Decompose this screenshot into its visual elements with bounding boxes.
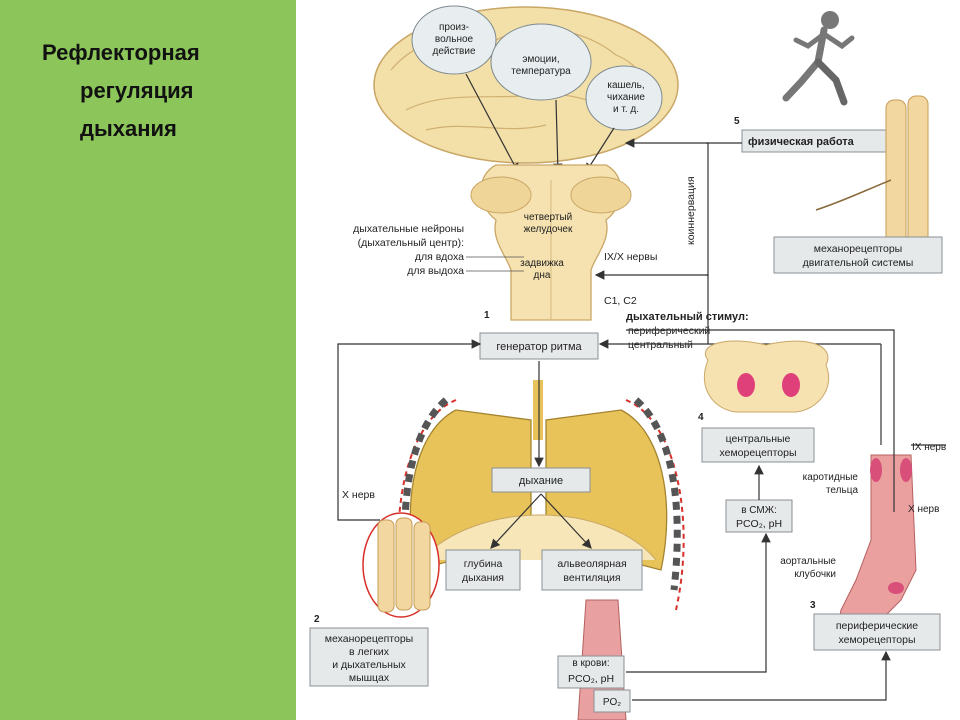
c1-c2-label: C1, C2 xyxy=(604,295,637,307)
lungs-illustration xyxy=(397,380,685,611)
x-nerve-right-label: X нерв xyxy=(908,504,939,515)
title-line-3: дыхания xyxy=(80,116,177,141)
alveolar-line-2: вентиляция xyxy=(563,572,620,584)
mechanoreceptors-lungs-line-4: мышцах xyxy=(349,672,390,684)
obex-label-2: дна xyxy=(534,270,551,281)
runner-figure xyxy=(782,11,855,106)
aortic-line-1: аортальные xyxy=(780,556,836,567)
stimulus-peripheral: периферический xyxy=(628,325,710,337)
physical-work-label: физическая работа xyxy=(748,136,855,148)
breathing-box xyxy=(491,467,591,493)
carotid-aorta-illustration xyxy=(839,454,917,633)
exhale-label: для выдоха xyxy=(407,265,464,277)
mechanoreceptors-motor-box xyxy=(773,236,943,274)
mechanoreceptors-motor-line-1: механорецепторы xyxy=(814,243,902,255)
physical-work-number: 5 xyxy=(734,116,740,127)
bubble-voluntary: произ- вольное действие xyxy=(411,5,497,75)
bubble-cough-line-1: кашель, xyxy=(607,80,644,91)
blood-line-1: в крови: xyxy=(572,658,609,669)
csf-box xyxy=(725,499,793,533)
csf-line-1: в СМЖ: xyxy=(741,505,777,516)
alveolar-box xyxy=(541,549,643,591)
rhythm-generator-box xyxy=(479,332,599,360)
muscle-fibers-lungs xyxy=(362,512,440,618)
depth-line-1: глубина xyxy=(464,558,503,570)
mechanoreceptors-lungs-line-1: механорецепторы xyxy=(325,633,413,645)
central-chemo-line-1: центральные xyxy=(726,433,791,445)
bubble-voluntary-line-2: вольное xyxy=(435,34,474,45)
mechanoreceptors-lungs-number: 2 xyxy=(314,614,320,625)
ventricle-label-2: желудочек xyxy=(524,224,573,235)
neurons-title-2: (дыхательный центр): xyxy=(358,237,464,249)
bubble-emotions-line-2: температура xyxy=(511,66,571,77)
title-line-2: регуляция xyxy=(80,78,194,103)
central-chemo-line-2: хеморецепторы xyxy=(719,447,796,459)
ix-nerve-label: IX нерв xyxy=(912,442,946,453)
bubble-voluntary-line-3: действие xyxy=(432,46,475,57)
neurons-title-1: дыхательные нейроны xyxy=(353,223,464,235)
central-chemo-number: 4 xyxy=(698,412,704,423)
mechanoreceptors-motor-line-2: двигательной системы xyxy=(803,257,914,269)
bubble-cough: кашель, чихание и т. д. xyxy=(585,65,663,131)
blood-box xyxy=(557,655,625,689)
alveolar-line-1: альвеолярная xyxy=(557,558,626,570)
central-chemo-box xyxy=(701,427,815,463)
muscle-fibers-motor xyxy=(815,95,929,251)
ventricle-label-1: четвертый xyxy=(524,212,572,223)
peripheral-chemo-number: 3 xyxy=(810,600,816,611)
bubble-emotions-line-1: эмоции, xyxy=(522,54,559,65)
bubble-voluntary-line-1: произ- xyxy=(439,22,469,33)
brainstem-illustration xyxy=(470,164,632,321)
csf-line-2: PCO₂, pH xyxy=(736,518,782,530)
title-line-1: Рефлекторная xyxy=(42,40,200,65)
depth-box xyxy=(445,549,521,591)
bubble-cough-line-3: и т. д. xyxy=(613,104,639,115)
carotid-line-2: тельца xyxy=(826,485,858,496)
peripheral-chemo-line-1: периферические xyxy=(836,620,918,632)
stimulus-title: дыхательный стимул: xyxy=(626,311,749,323)
blood-line-2: PCO₂, pH xyxy=(568,673,614,685)
blood-o2-box xyxy=(593,689,631,713)
rhythm-generator-number: 1 xyxy=(484,310,490,321)
rhythm-generator-label: генератор ритма xyxy=(496,341,582,353)
x-nerve-left-label: X нерв xyxy=(342,489,375,501)
peripheral-chemo-box xyxy=(813,613,941,651)
stimulus-central: центральный xyxy=(628,339,693,351)
blood-line-3: PO₂ xyxy=(603,697,621,708)
mechanoreceptors-lungs-line-3: и дыхательных xyxy=(332,659,406,671)
depth-line-2: дыхания xyxy=(462,572,504,584)
medulla-illustration xyxy=(703,340,830,413)
bubble-cough-line-2: чихание xyxy=(607,92,645,103)
obex-label-1: задвижка xyxy=(520,258,564,269)
bubble-emotions: эмоции, температура xyxy=(490,23,592,101)
inhale-label: для вдоха xyxy=(415,251,464,263)
mechanoreceptors-lungs-box xyxy=(309,627,429,687)
coinnervation-label: коиннервация xyxy=(685,176,697,245)
mechanoreceptors-lungs-line-2: в легких xyxy=(349,646,390,658)
aortic-line-2: клубочки xyxy=(794,568,836,580)
respiratory-regulation-diagram: произ- вольное действие эмоции, температ… xyxy=(309,5,946,720)
carotid-line-1: каротидные xyxy=(803,472,859,483)
breathing-label: дыхание xyxy=(519,475,563,487)
green-side-panel: Рефлекторная регуляция дыхания xyxy=(0,0,296,720)
peripheral-chemo-line-2: хеморецепторы xyxy=(838,634,915,646)
ix-x-nerves-label: IX/X нервы xyxy=(604,251,657,263)
